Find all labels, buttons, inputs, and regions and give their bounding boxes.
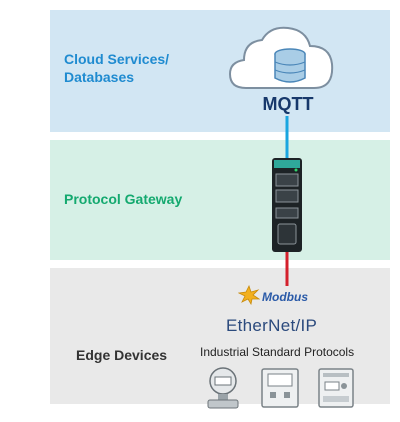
cloud-database-icon xyxy=(228,26,334,89)
modbus-logo-icon xyxy=(238,285,260,305)
gateway-layer-band xyxy=(50,140,390,260)
edge-layer-label: Edge Devices xyxy=(76,347,168,363)
mqtt-label: MQTT xyxy=(262,94,314,114)
gateway-device-icon xyxy=(272,158,302,252)
control-panel-icon xyxy=(261,368,299,408)
gateway-layer-label: Protocol Gateway xyxy=(64,191,183,207)
io-module-icon xyxy=(318,368,354,408)
protocols-caption: Industrial Standard Protocols xyxy=(200,345,355,359)
flow-meter-icon xyxy=(207,367,239,409)
ethernet-ip-logo: EtherNet/IP xyxy=(226,316,318,335)
modbus-logo-text: Modbus xyxy=(262,290,308,304)
cloud-layer-label: Cloud Services/ Databases xyxy=(64,51,170,85)
cloud-layer-band xyxy=(50,10,390,132)
